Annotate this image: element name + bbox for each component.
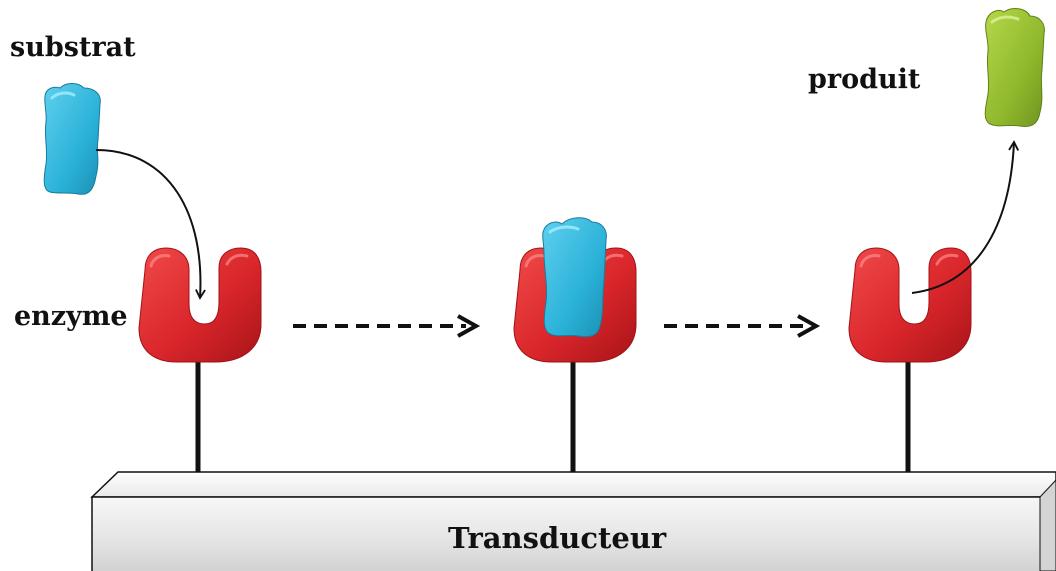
product-shape (984, 8, 1045, 127)
substrate-shape (43, 83, 101, 195)
transducer-side-face (1039, 479, 1056, 571)
substrate-label: substrat (10, 32, 136, 63)
enzyme-label: enzyme (14, 301, 128, 332)
bound-substrate-shape (542, 217, 607, 338)
binding-arrow (95, 149, 200, 298)
transducer-block (90, 471, 1056, 571)
enzyme-shape-3 (847, 246, 973, 364)
transducer-top-face (90, 471, 1056, 498)
product-label: produit (808, 64, 921, 95)
transducer-front-face (91, 496, 1056, 571)
release-arrow (911, 142, 1014, 294)
reaction-arrow-1 (293, 314, 481, 338)
reaction-arrow-2 (664, 314, 821, 338)
transducer-label: Transducteur (448, 521, 667, 555)
